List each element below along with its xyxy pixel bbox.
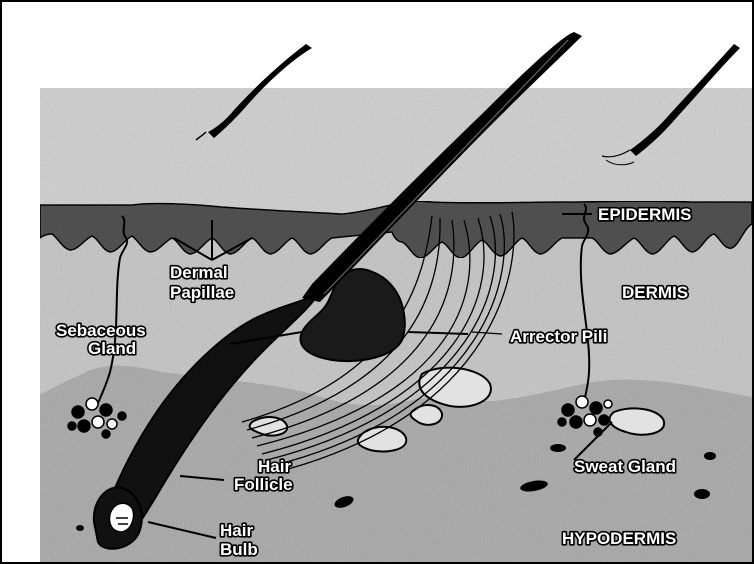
label-hair-bulb-line2: Bulb [220,540,258,559]
label-hypodermis: HYPODERMIS [562,529,676,548]
hair-bulb [94,487,142,548]
label-sebaceous-gland-line1: Sebaceous [56,321,146,340]
label-hair-bulb-line1: Hair [220,521,253,540]
label-dermis: DERMIS [622,283,688,302]
label-arrector-pili: Arrector Pili [510,327,607,346]
label-epidermis: EPIDERMIS [598,205,692,224]
label-dermal-papillae-line2: Papillae [170,283,234,302]
label-sweat-gland: Sweat Gland [574,457,676,476]
label-hair-follicle-line2: Follicle [234,475,293,494]
label-hair-follicle-line1: Hair [258,457,291,476]
label-sebaceous-gland-line2: Gland [88,339,136,358]
label-dermal-papillae-line1: Dermal [170,263,228,282]
upper-background [40,88,752,213]
